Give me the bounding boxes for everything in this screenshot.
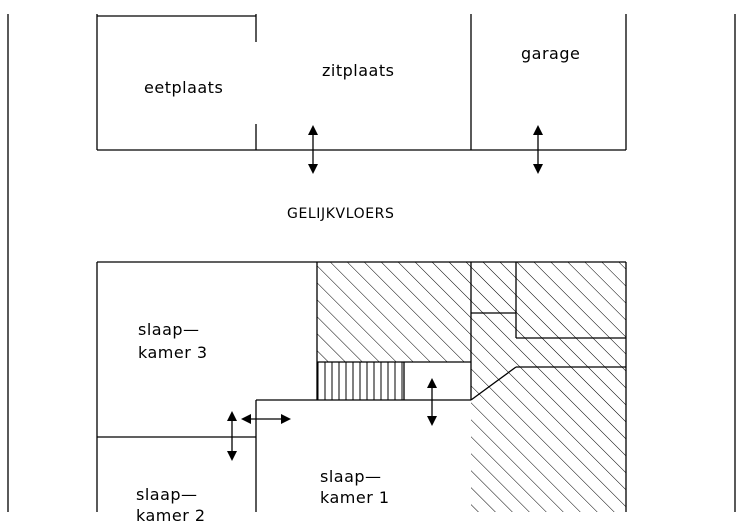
staircase — [317, 362, 404, 400]
door-arrow-slaapkamer-1 — [241, 414, 291, 424]
door-arrow-zitplaats — [308, 125, 318, 174]
room-label-slaapkamer-1-line2: kamer 1 — [320, 488, 390, 507]
room-label-slaapkamer-3-line2: kamer 3 — [138, 343, 208, 362]
floor-title-gelijkvloers: GELIJKVLOERS — [287, 206, 395, 222]
upper-floor-plan — [96, 261, 627, 512]
hatched-void-area — [317, 262, 626, 512]
door-arrow-slaapkamer-2 — [227, 411, 237, 461]
room-label-slaapkamer-1-line1: slaap— — [320, 467, 382, 486]
door-arrow-garage — [533, 125, 543, 174]
room-label-slaapkamer-3-line1: slaap— — [138, 320, 200, 339]
room-label-zitplaats: zitplaats — [322, 61, 394, 80]
door-arrow-stair-landing — [427, 378, 437, 426]
room-label-garage: garage — [521, 44, 580, 63]
room-label-eetplaats: eetplaats — [144, 78, 223, 97]
room-label-slaapkamer-2-line1: slaap— — [136, 485, 198, 504]
room-label-slaapkamer-2-line2: kamer 2 — [136, 506, 206, 525]
